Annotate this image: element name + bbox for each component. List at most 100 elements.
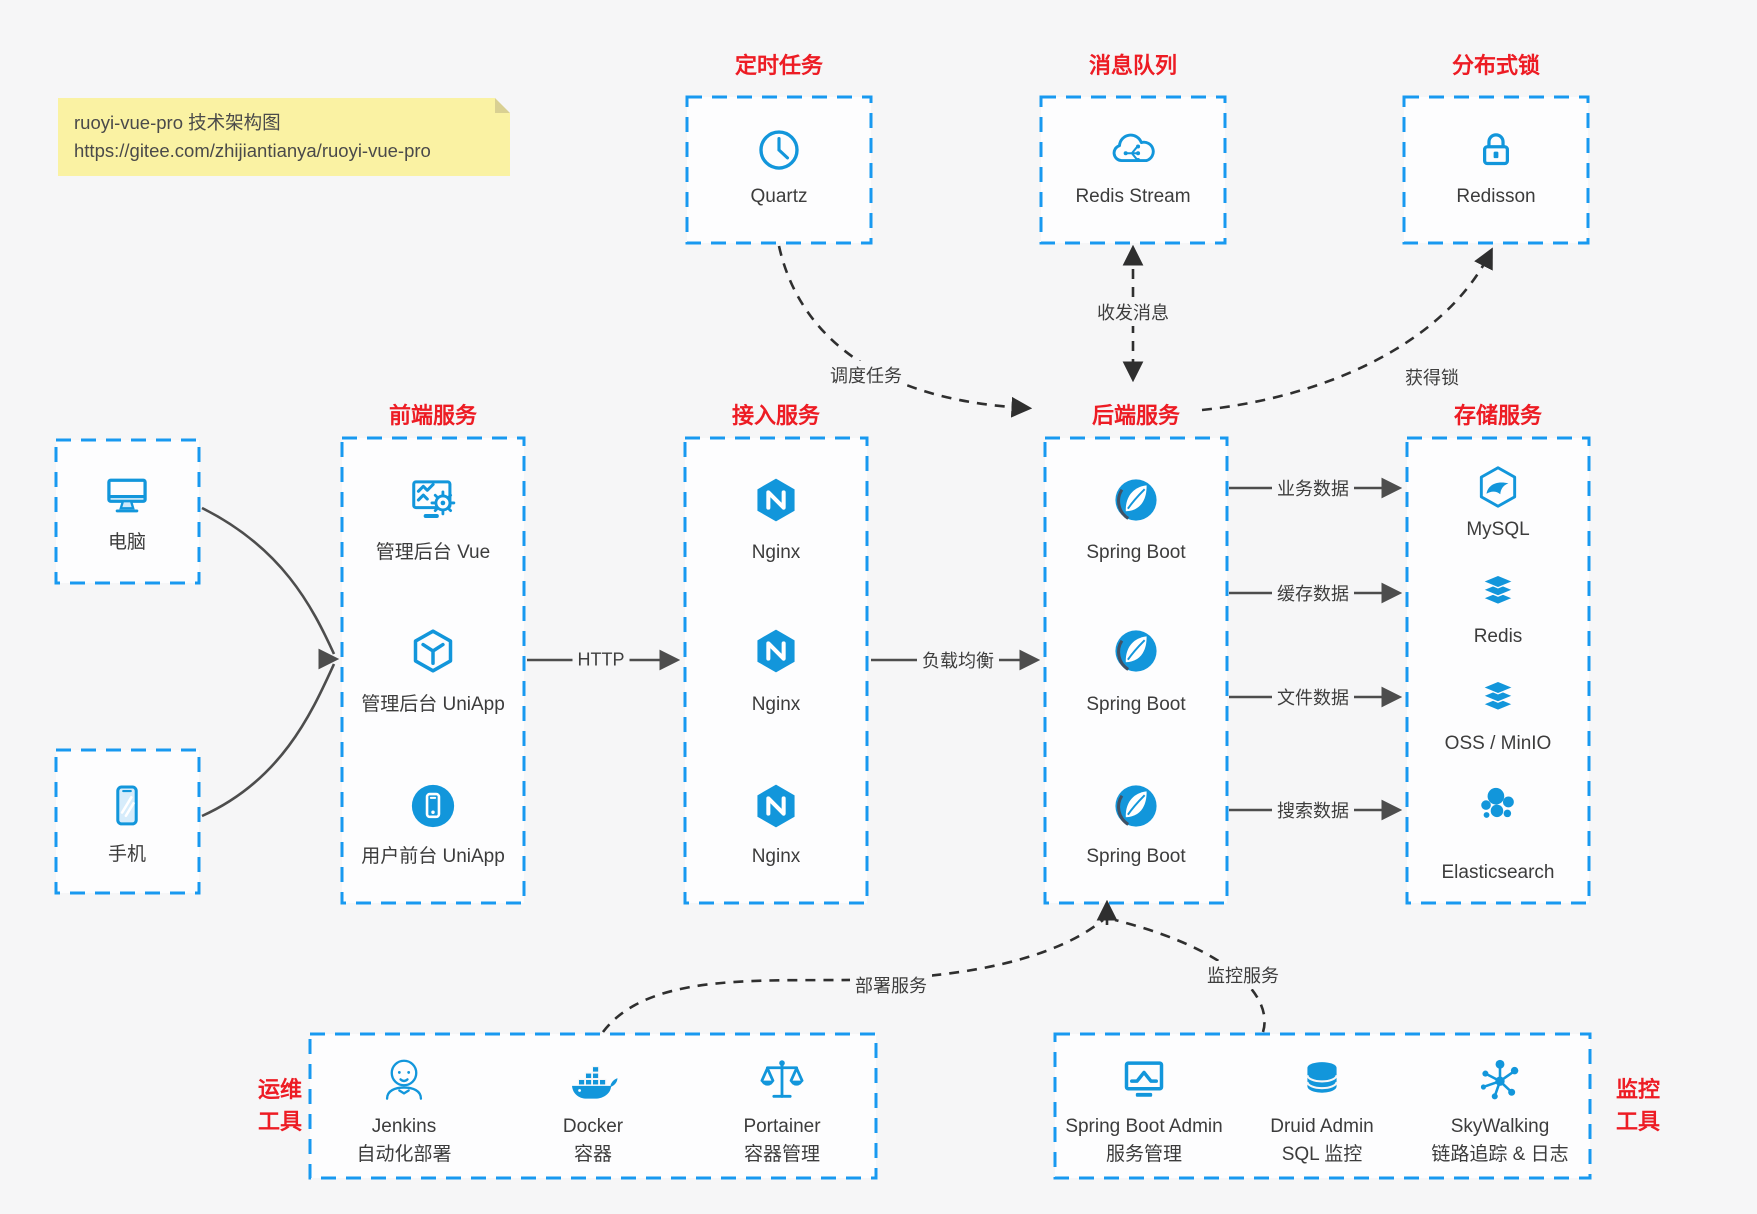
spring-boot-icon	[1115, 630, 1157, 672]
edge-label-http: HTTP	[572, 648, 630, 672]
skywalking-desc: 链路追踪 & 日志	[1431, 1144, 1569, 1165]
druid-name: Druid Admin	[1270, 1116, 1374, 1137]
edge-label-message: 收发消息	[1092, 298, 1174, 326]
cube-icon	[413, 629, 453, 673]
node-mysql	[1473, 462, 1523, 512]
node-user-uniapp	[407, 780, 459, 832]
portainer-name: Portainer	[743, 1116, 821, 1137]
node-springboot-2	[1110, 625, 1162, 677]
sticky-note: ruoyi-vue-pro 技术架构图 https://gitee.com/zh…	[58, 98, 510, 176]
node-quartz	[752, 123, 806, 177]
edge-label-search-data: 搜索数据	[1272, 796, 1354, 824]
ops-tools-box	[308, 1032, 878, 1180]
monitor-chart-icon	[1124, 1061, 1164, 1097]
skywalking-name: SkyWalking	[1450, 1116, 1550, 1137]
quartz-label: Quartz	[750, 186, 808, 207]
node-admin-uniapp	[405, 623, 461, 679]
nginx-icon	[757, 784, 795, 828]
mobile-app-circle-icon	[411, 784, 455, 828]
node-nginx-3	[749, 779, 803, 833]
oss-stack-icon	[1482, 680, 1514, 712]
mq-box	[1039, 95, 1227, 245]
edge-label-monitor-service: 监控服务	[1202, 961, 1284, 989]
portainer-desc: 容器管理	[743, 1144, 821, 1165]
node-redis	[1473, 569, 1523, 619]
edge-label-acquire-lock: 获得锁	[1400, 363, 1464, 391]
desktop-icon	[107, 478, 147, 513]
scheduler-box	[685, 95, 873, 245]
node-springboot-3	[1110, 780, 1162, 832]
mysql-icon	[1479, 466, 1517, 508]
node-oss-minio	[1473, 675, 1523, 725]
oss-minio-label: OSS / MinIO	[1444, 733, 1552, 754]
lock-icon	[1483, 133, 1509, 166]
node-druid	[1294, 1052, 1350, 1108]
title-lock: 分布式锁	[1451, 53, 1541, 78]
docker-icon	[572, 1066, 618, 1099]
admin-dashboard-icon	[412, 480, 456, 518]
pc-to-frontend-curve	[201, 506, 336, 655]
mobile-to-frontend-curve	[201, 663, 336, 818]
user-uniapp-label: 用户前台 UniApp	[361, 846, 505, 867]
pc-label: 电脑	[107, 532, 147, 553]
elasticsearch-icon	[1481, 787, 1514, 818]
node-jenkins	[376, 1052, 432, 1108]
node-mobile	[101, 780, 153, 832]
mobile-label: 手机	[107, 844, 147, 865]
database-icon	[1306, 1062, 1338, 1093]
smartphone-icon	[116, 785, 138, 826]
monitor-tools-box	[1053, 1032, 1592, 1180]
node-redisson	[1470, 124, 1522, 176]
cloud-stream-icon	[1112, 133, 1155, 163]
edge-label-schedule-task: 调度任务	[825, 361, 907, 389]
docker-name: Docker	[562, 1116, 624, 1137]
edge-label-cache-data: 缓存数据	[1272, 579, 1354, 607]
springboot-label-1: Spring Boot	[1086, 542, 1186, 563]
node-pc	[99, 468, 155, 524]
admin-uniapp-label: 管理后台 UniApp	[361, 694, 505, 715]
spring-boot-icon	[1115, 785, 1157, 827]
admin-vue-label: 管理后台 Vue	[375, 542, 491, 563]
redis-stack-icon	[1482, 574, 1514, 606]
edge-label-deploy-service: 部署服务	[850, 971, 932, 999]
jenkins-name: Jenkins	[371, 1116, 437, 1137]
nginx-icon	[757, 478, 795, 522]
druid-desc: SQL 监控	[1281, 1144, 1363, 1165]
title-storage: 存储服务	[1453, 403, 1543, 428]
node-docker	[565, 1052, 621, 1108]
node-nginx-1	[749, 473, 803, 527]
node-portainer	[754, 1052, 810, 1108]
edge-label-business-data: 业务数据	[1272, 474, 1354, 502]
spring-boot-admin-name: Spring Boot Admin	[1065, 1116, 1223, 1137]
edge-label-load-balance: 负载均衡	[917, 646, 999, 674]
redis-label: Redis	[1473, 626, 1523, 647]
nginx-label-1: Nginx	[751, 542, 801, 563]
title-scheduler: 定时任务	[734, 53, 824, 78]
title-ops-tools: 运维 工具	[257, 1077, 302, 1134]
node-nginx-2	[749, 624, 803, 678]
gear-icon	[430, 490, 456, 516]
node-spring-boot-admin	[1116, 1052, 1172, 1108]
node-elasticsearch	[1473, 778, 1523, 828]
network-graph-icon	[1480, 1059, 1519, 1100]
title-monitor-tools: 监控 工具	[1615, 1077, 1660, 1134]
springboot-label-3: Spring Boot	[1086, 846, 1186, 867]
nginx-label-3: Nginx	[751, 846, 801, 867]
docker-desc: 容器	[573, 1144, 613, 1165]
note-title: ruoyi-vue-pro 技术架构图	[74, 112, 281, 133]
redisson-label: Redisson	[1456, 186, 1536, 207]
springboot-label-2: Spring Boot	[1086, 694, 1186, 715]
note-url: https://gitee.com/zhijiantianya/ruoyi-vu…	[74, 140, 431, 161]
spring-boot-admin-desc: 服务管理	[1105, 1144, 1183, 1165]
node-admin-vue	[405, 472, 461, 528]
node-skywalking	[1472, 1052, 1528, 1108]
mysql-label: MySQL	[1466, 519, 1530, 540]
spring-boot-icon	[1115, 479, 1157, 521]
clock-icon	[759, 130, 799, 170]
title-frontend: 前端服务	[388, 403, 478, 428]
nginx-icon	[757, 629, 795, 673]
redis-stream-label: Redis Stream	[1075, 186, 1191, 207]
schedule-task-curve	[777, 245, 1033, 418]
title-mq: 消息队列	[1088, 53, 1178, 78]
